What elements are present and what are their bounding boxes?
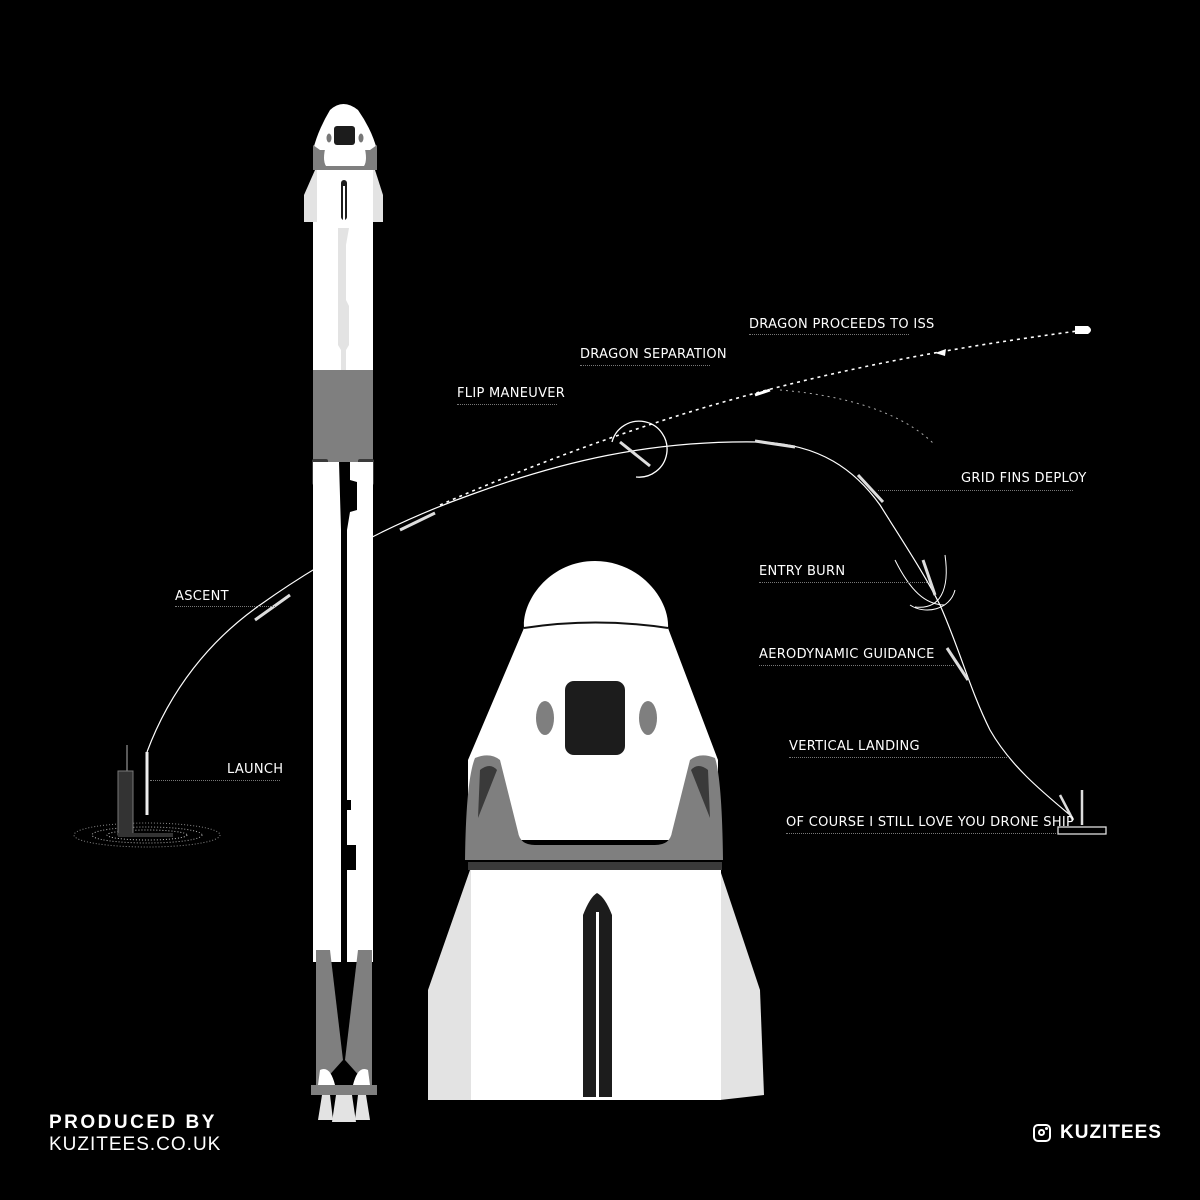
stage-label-grid-fins-deploy: GRID FINS DEPLOY — [961, 471, 1087, 486]
stage-label-entry-burn: ENTRY BURN — [759, 564, 846, 579]
stage-label-vertical-landing: VERTICAL LANDING — [789, 739, 920, 754]
grid-fins-leader-line — [878, 490, 1073, 491]
instagram-icon — [1033, 1124, 1051, 1142]
website-link[interactable]: KUZITEES.CO.UK — [49, 1134, 222, 1155]
instagram-handle-text: KUZITEES — [1060, 1122, 1162, 1143]
stage-label-drone-ship: OF COURSE I STILL LOVE YOU DRONE SHIP — [786, 815, 1075, 830]
stage-label-aerodynamic-guidance: AERODYNAMIC GUIDANCE — [759, 647, 935, 662]
falcon-9-rocket — [304, 104, 383, 1122]
produced-by-label: PRODUCED BY — [49, 1112, 217, 1133]
second-stage-trajectory — [439, 329, 1086, 506]
aero-guidance-leader-line — [759, 665, 954, 666]
producer-credit: PRODUCED BY KUZITEES.CO.UK — [49, 1112, 221, 1156]
drone-ship — [1057, 826, 1107, 835]
ascent-leader-line — [175, 606, 275, 607]
separation-leader-line — [580, 365, 710, 366]
stage-label-dragon-proceeds-to-iss: DRAGON PROCEEDS TO ISS — [749, 317, 935, 332]
dragon-at-iss-icon — [1075, 326, 1091, 334]
launch-leader-line — [150, 780, 280, 781]
stage-label-dragon-separation: DRAGON SEPARATION — [580, 347, 727, 362]
launch-pad — [73, 745, 221, 848]
trunk-trajectory — [779, 389, 936, 446]
flip-leader-line — [457, 404, 557, 405]
instagram-handle[interactable]: KUZITEES — [1033, 1122, 1162, 1144]
entry-burn-leader-line — [759, 582, 929, 583]
landing-leader-line — [789, 757, 1009, 758]
stage-label-ascent: ASCENT — [175, 589, 229, 604]
iss-leader-line — [749, 334, 909, 335]
flip-circle — [611, 420, 668, 478]
stage-label-flip-maneuver: FLIP MANEUVER — [457, 386, 566, 401]
crew-dragon-capsule — [428, 561, 764, 1100]
drone-ship-leader-line — [786, 833, 1056, 834]
stage-label-launch: LAUNCH — [227, 762, 284, 777]
trajectories — [146, 326, 1091, 825]
